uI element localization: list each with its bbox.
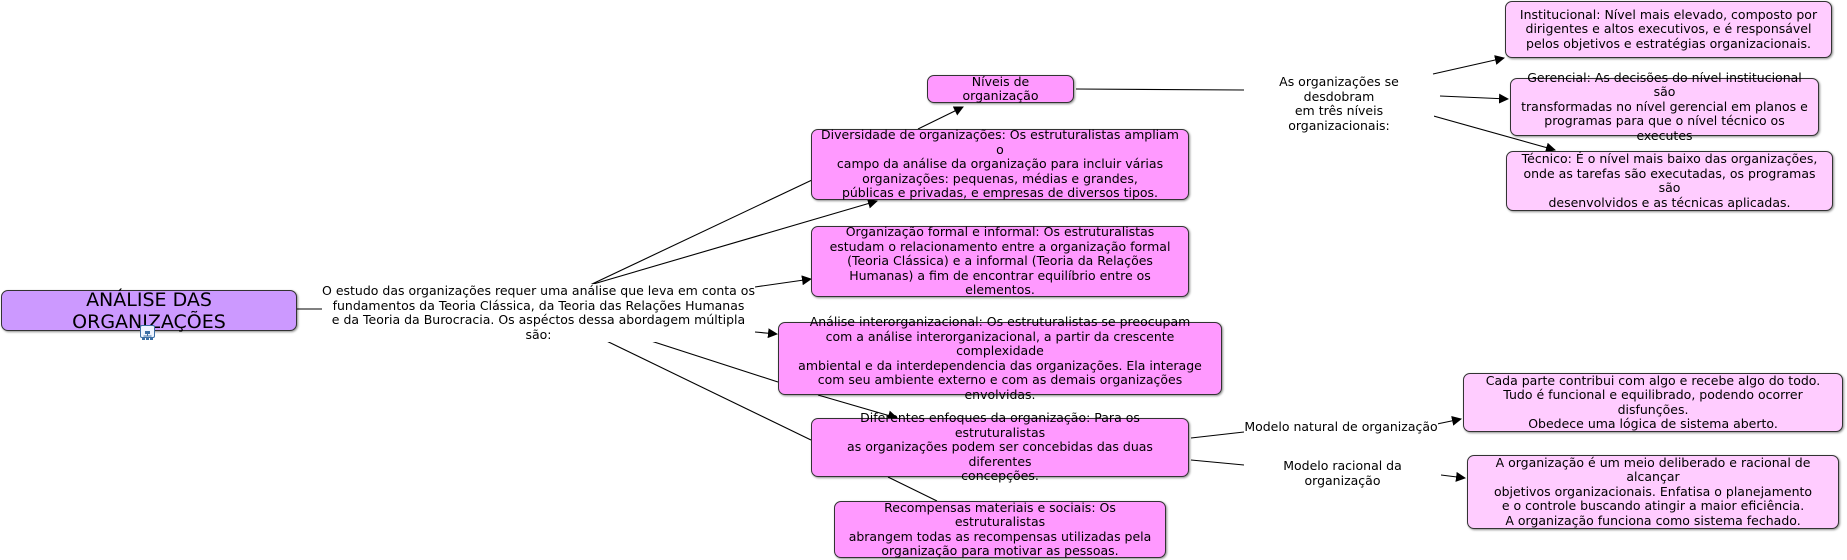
concept-nivel-institucional[interactable]: Institucional: Nível mais elevado, compo… <box>1505 1 1832 58</box>
link-estudo-diversidade-arrow <box>589 198 878 286</box>
link-estudo-inter <box>754 328 778 339</box>
concept-analise-interorganizacional[interactable]: Análise interorganizacional: Os estrutur… <box>778 314 1222 401</box>
concept-organizacao-formal-informal[interactable]: Organização formal e informal: Os estrut… <box>811 225 1189 297</box>
linking-phrase-estudo[interactable]: O estudo das organizações requer uma aná… <box>322 283 755 342</box>
attachment-glyph <box>142 331 153 340</box>
link-natural-desc <box>1436 415 1462 426</box>
link-desdobram-institucional <box>1432 55 1505 75</box>
concept-niveis-de-organizacao[interactable]: Níveis de organização <box>927 74 1074 103</box>
link-diversidade-niveis <box>917 106 964 130</box>
concept-nivel-tecnico[interactable]: Técnico: É o nível mais baixo das organi… <box>1506 151 1833 211</box>
linking-phrase-modelo-natural[interactable]: Modelo natural de organização <box>1244 419 1438 435</box>
concept-diferentes-enfoques[interactable]: Diferentes enfoques da organização: Para… <box>811 411 1189 483</box>
concept-modelo-racional-descricao[interactable]: A organização é um meio deliberado e rac… <box>1467 455 1839 529</box>
linking-phrase-desdobram[interactable]: As organizações se desdobram em três nív… <box>1244 74 1434 133</box>
link-niveis-desdobram <box>1075 88 1245 91</box>
link-desdobram-gerencial <box>1439 93 1509 104</box>
link-estudo-formal <box>754 275 812 288</box>
link-enfoques-recompensas <box>887 476 938 502</box>
concept-diversidade-de-organizacoes[interactable]: Diversidade de organizações: Os estrutur… <box>811 128 1189 200</box>
concept-map-attachment-icon[interactable] <box>140 325 155 340</box>
linking-phrase-modelo-racional[interactable]: Modelo racional da organização <box>1244 458 1441 488</box>
concept-modelo-natural-descricao[interactable]: Cada parte contribui com algo e recebe a… <box>1463 373 1843 432</box>
link-estudo-enfoques <box>589 332 812 441</box>
link-inter-enfoques <box>817 394 898 421</box>
concept-recompensas-materiais-sociais[interactable]: Recompensas materiais e sociais: Os estr… <box>834 500 1166 558</box>
link-enfoques-racional <box>1190 459 1245 466</box>
concept-nivel-gerencial[interactable]: Gerencial: As decisões do nível instituc… <box>1510 70 1819 143</box>
link-estudo-diversidade-line <box>589 179 813 286</box>
link-enfoques-natural <box>1190 431 1245 439</box>
link-racional-desc <box>1440 471 1466 482</box>
